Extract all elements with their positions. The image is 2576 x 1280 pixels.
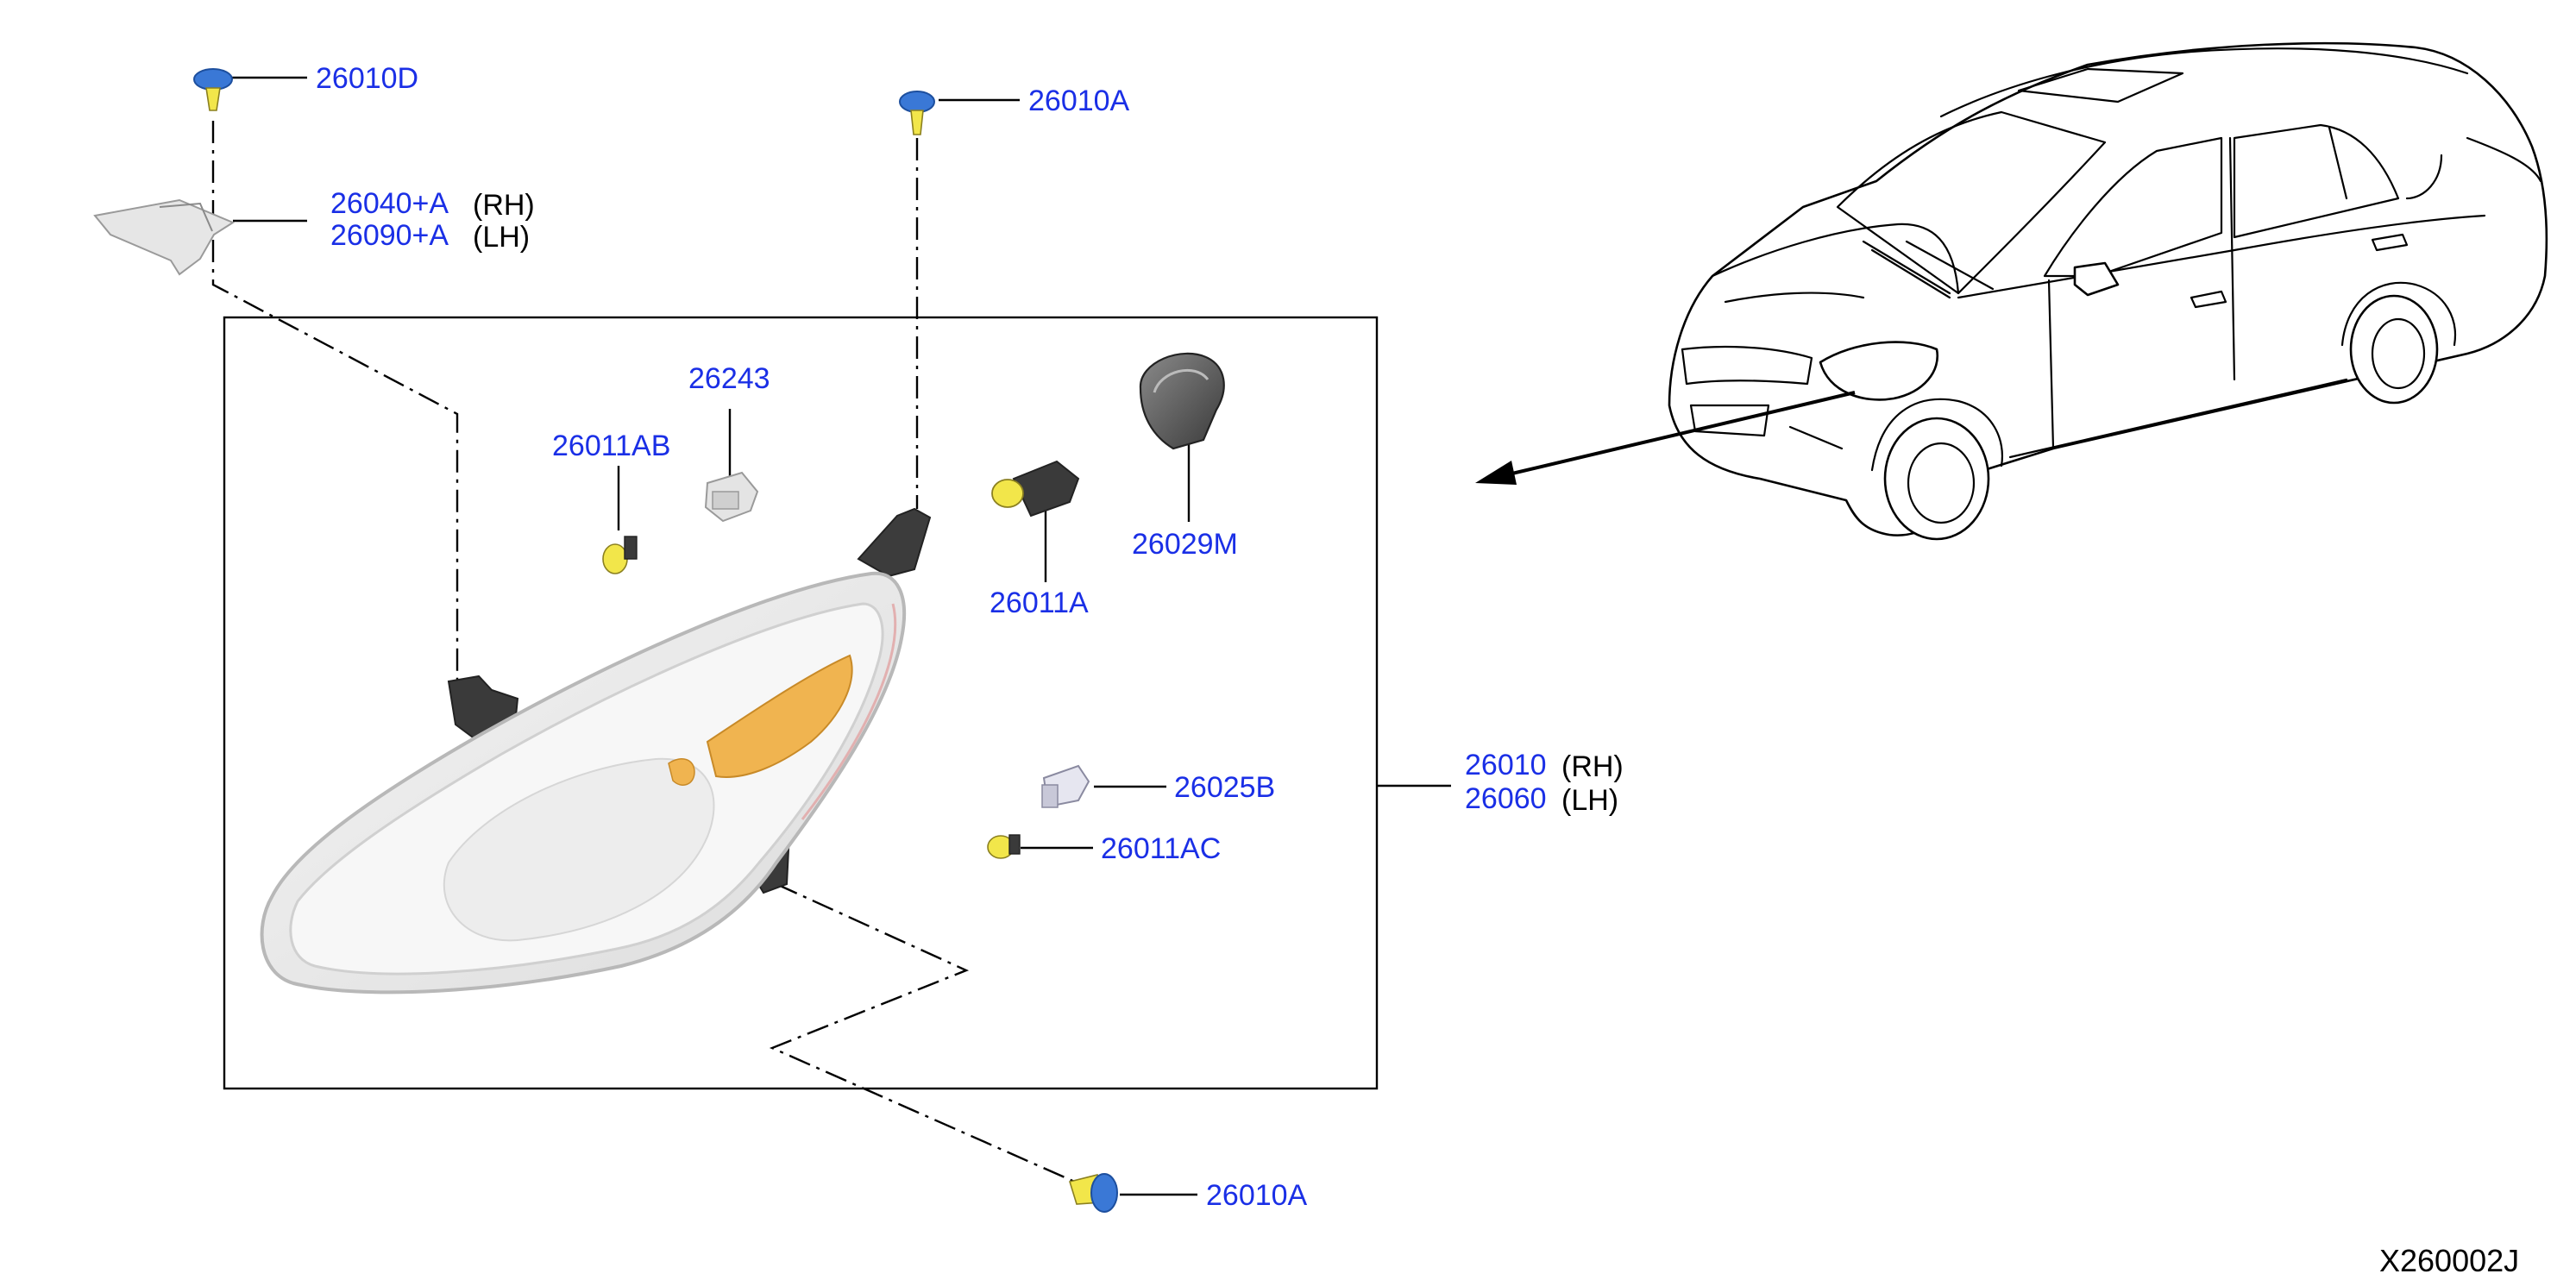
pointer-arrow [1475,391,1856,485]
label-26010A-bottom: 26010A [1206,1179,1308,1212]
label-26060: 26060 [1465,782,1547,815]
clip-bottom [1068,1173,1118,1213]
clip-top-left [193,68,233,111]
bulb-26011A [991,460,1080,518]
label-26011A: 26011A [990,587,1089,619]
label-26243: 26243 [688,362,770,395]
socket-26243 [704,471,759,523]
cap-26029M [1139,352,1225,450]
leader-lines [231,76,1451,1196]
bracket [93,198,236,276]
diagram-code: X260002J [2379,1243,2519,1278]
label-26010A-top: 26010A [1028,85,1130,117]
label-26010: 26010 [1465,749,1547,781]
label-26090A: 26090+A [330,219,449,252]
assembly-frame [223,316,1379,1090]
assembly-lines [211,121,1079,1185]
label-26040A: 26040+A [330,187,449,220]
label-26090A-side: (LH) [473,221,530,254]
label-26040A-side: (RH) [473,189,535,222]
label-26011AC: 26011AC [1101,832,1221,865]
label-26029M: 26029M [1132,528,1238,561]
label-26060-side: (LH) [1561,784,1618,817]
clip-top-mid [899,91,935,135]
headlamp-assembly [260,507,932,995]
label-26025B: 26025B [1174,771,1275,804]
label-26010-side: (RH) [1561,750,1624,783]
label-26010D: 26010D [316,62,418,95]
bulb-26011AB [602,536,638,574]
label-26011AB: 26011AB [552,430,670,462]
bulb-26025B [1041,764,1090,808]
vehicle-sedan [1668,41,2548,541]
bulb-26011AC [987,834,1021,859]
